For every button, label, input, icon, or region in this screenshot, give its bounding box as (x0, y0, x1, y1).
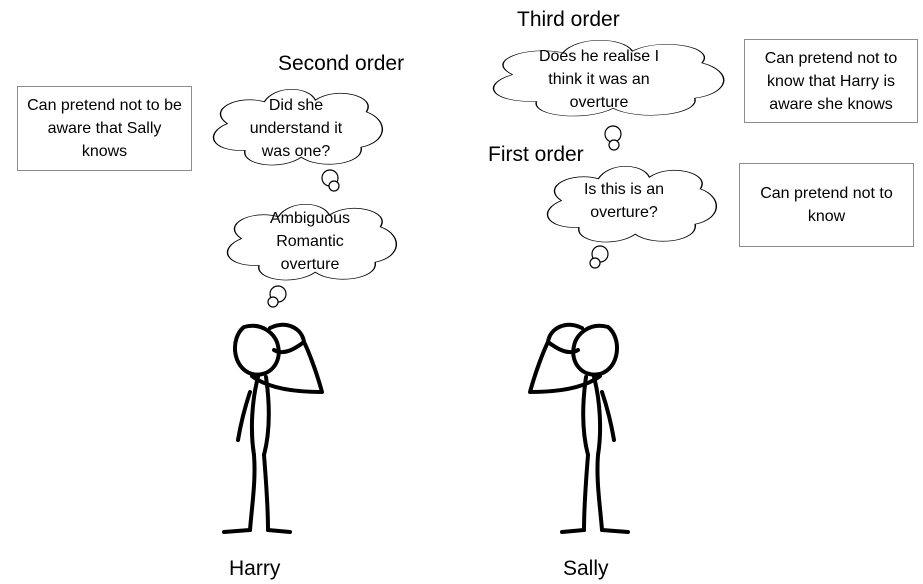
character-name-harry: Harry (229, 557, 281, 580)
note-box-harry: Can pretend not to be aware that Sally k… (17, 86, 192, 171)
thought-bubble-sally-upper (494, 40, 724, 150)
thought-bubble-harry-upper (214, 89, 383, 191)
bubble-text-harry-upper: Did she understand it was one? (249, 97, 343, 160)
note-text-sally-third: Can pretend not to know that Harry is aw… (764, 49, 898, 113)
bubble-text-harry-lower: Ambiguous Romantic overture (269, 210, 351, 273)
bubble-text-sally-upper: Does he realise I think it was an overtu… (538, 48, 660, 111)
heading-second-order: Second order (278, 52, 405, 75)
thought-bubble-sally-lower (548, 166, 717, 268)
note-box-sally-third: Can pretend not to know that Harry is aw… (744, 39, 918, 123)
bubble-text-sally-lower: Is this is an overture? (583, 181, 665, 221)
stick-figure-sally (528, 322, 630, 534)
note-text-sally-first: Can pretend not to know (760, 185, 893, 225)
thought-bubble-harry-lower (228, 204, 397, 307)
note-box-sally-first: Can pretend not to know (739, 163, 914, 247)
note-text-harry: Can pretend not to be aware that Sally k… (27, 97, 182, 160)
heading-third-order: Third order (517, 8, 620, 31)
stick-figure-harry (222, 322, 324, 534)
heading-first-order: First order (488, 143, 584, 166)
character-name-sally: Sally (563, 557, 609, 580)
